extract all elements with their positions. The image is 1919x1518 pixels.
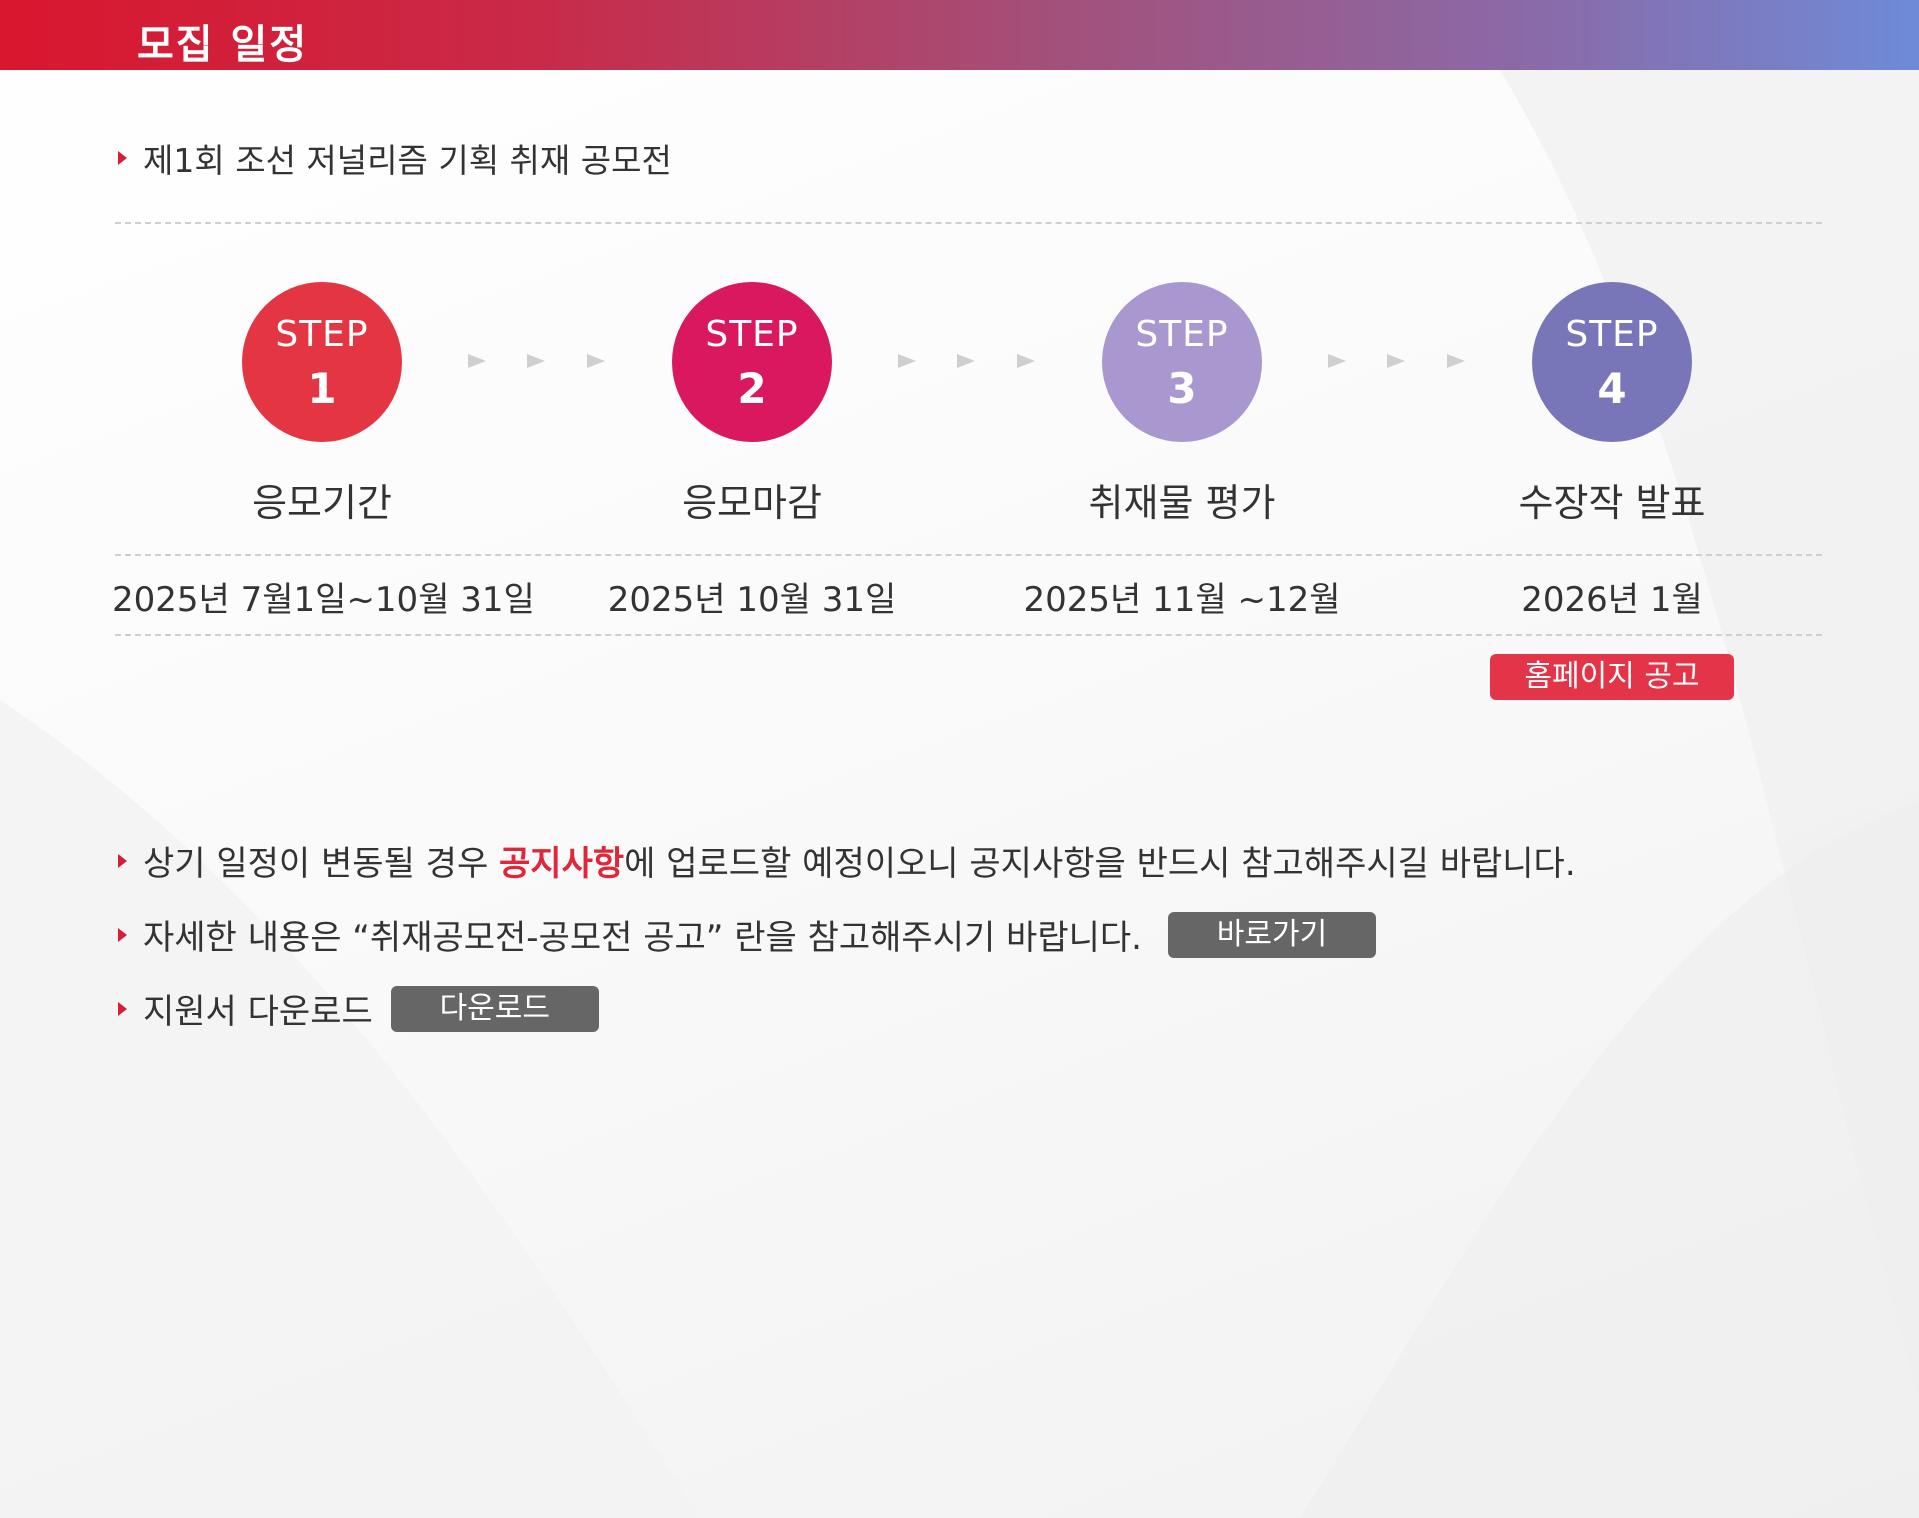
step-1-date: 2025년 7월1일~10월 31일 xyxy=(112,580,535,620)
bullet-triangle-icon xyxy=(118,853,127,868)
note-details: 자세한 내용은 “취재공모전-공모전 공고” 란을 참고해주시기 바랍니다. 바… xyxy=(118,910,1376,959)
step-4-label: 수장작 발표 xyxy=(1518,481,1706,525)
step-4-date: 2026년 1월 xyxy=(1521,580,1703,620)
bullet-triangle-icon xyxy=(118,151,127,165)
arrow-right-icon xyxy=(957,354,975,368)
homepage-announcement-badge: 홈페이지 공고 xyxy=(1490,654,1734,700)
step-3-label: 취재물 평가 xyxy=(1088,481,1276,525)
step-1-word: STEP xyxy=(275,314,369,355)
step-2-date: 2025년 10월 31일 xyxy=(607,580,897,620)
step-2-circle: STEP 2 xyxy=(672,282,832,442)
step-2-number: 2 xyxy=(737,364,767,413)
note-text-before: 상기 일정이 변동될 경우 xyxy=(143,844,500,884)
step-3-date: 2025년 11월 ~12월 xyxy=(1023,580,1341,620)
step-2-label: 응모마감 xyxy=(682,481,822,525)
page-title: 모집 일정 xyxy=(137,22,309,68)
step-4-word: STEP xyxy=(1565,314,1659,355)
step-1-number: 1 xyxy=(307,364,337,413)
arrow-right-icon xyxy=(1328,354,1346,368)
step-1-circle: STEP 1 xyxy=(242,282,402,442)
arrow-right-icon xyxy=(1447,354,1465,368)
note-text: 상기 일정이 변동될 경우 공지사항에 업로드할 예정이오니 공지사항을 반드시… xyxy=(143,836,1576,885)
bullet-triangle-icon xyxy=(118,1001,127,1016)
note-text-after: 에 업로드할 예정이오니 공지사항을 반드시 참고해주시길 바랍니다. xyxy=(624,844,1576,884)
bullet-triangle-icon xyxy=(118,927,127,942)
download-button[interactable]: 다운로드 xyxy=(390,985,599,1032)
arrow-right-icon xyxy=(898,354,916,368)
step-3-word: STEP xyxy=(1135,314,1229,355)
arrow-right-icon xyxy=(1017,354,1035,368)
divider-top xyxy=(115,222,1822,224)
contest-name: 제1회 조선 저널리즘 기획 취재 공모전 xyxy=(143,141,672,180)
contest-title: 제1회 조선 저널리즘 기획 취재 공모전 xyxy=(118,134,672,182)
note-details-text: 자세한 내용은 “취재공모전-공모전 공고” 란을 참고해주시기 바랍니다. xyxy=(143,918,1142,958)
step-3-circle: STEP 3 xyxy=(1102,282,1262,442)
go-to-button[interactable]: 바로가기 xyxy=(1168,911,1376,958)
notice-link[interactable]: 공지사항 xyxy=(499,844,625,884)
divider-dates-bottom xyxy=(115,634,1822,636)
arrow-right-icon xyxy=(1387,354,1405,368)
note-download-text: 지원서 다운로드 xyxy=(143,992,373,1032)
arrow-right-icon xyxy=(468,354,486,368)
step-2-word: STEP xyxy=(705,314,799,355)
step-1-label: 응모기간 xyxy=(252,481,392,525)
step-3-number: 3 xyxy=(1167,364,1197,413)
arrow-right-icon xyxy=(527,354,545,368)
header-bar: 모집 일정 xyxy=(0,0,1919,70)
note-download: 지원서 다운로드 다운로드 xyxy=(118,984,599,1033)
note-schedule-change: 상기 일정이 변동될 경우 공지사항에 업로드할 예정이오니 공지사항을 반드시… xyxy=(118,836,1576,885)
divider-dates-top xyxy=(115,554,1822,556)
arrow-right-icon xyxy=(587,354,605,368)
step-4-number: 4 xyxy=(1597,364,1627,413)
step-4-circle: STEP 4 xyxy=(1532,282,1692,442)
